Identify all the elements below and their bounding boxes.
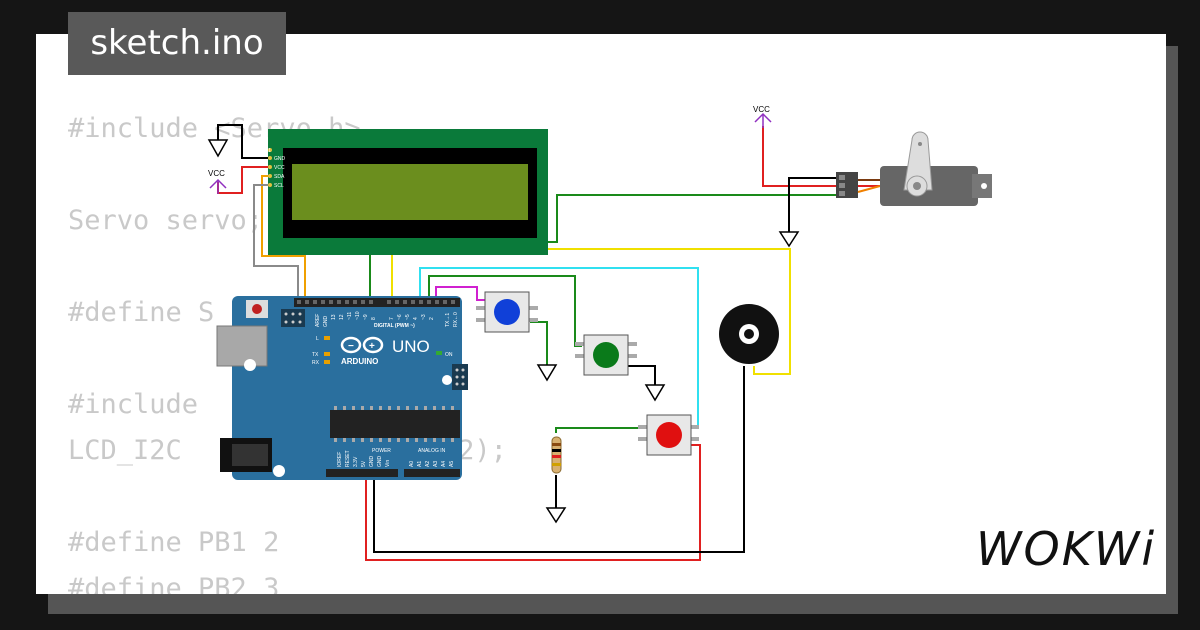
power-label: POWER bbox=[372, 448, 391, 454]
pushbutton-green[interactable] bbox=[575, 334, 637, 376]
svg-text:A4: A4 bbox=[441, 461, 447, 467]
ground-icon bbox=[778, 231, 800, 248]
svg-text:~9: ~9 bbox=[363, 314, 369, 320]
ground-symbols bbox=[207, 139, 800, 524]
code-line: Servo servo; bbox=[68, 205, 264, 236]
wire-buzzer-signal bbox=[391, 248, 791, 375]
wire-servo-signal bbox=[369, 194, 836, 303]
wire-resistor bbox=[555, 427, 640, 433]
analog-header bbox=[404, 469, 460, 477]
svg-text:GND: GND bbox=[274, 156, 286, 162]
svg-text:~10: ~10 bbox=[355, 311, 361, 320]
svg-text:RX←0: RX←0 bbox=[453, 312, 459, 327]
svg-text:A1: A1 bbox=[417, 461, 423, 467]
wire-lcd-sda bbox=[261, 175, 306, 303]
board-brand: ARDUINO bbox=[341, 357, 378, 366]
wire-blue-button bbox=[435, 286, 485, 303]
vcc-symbol-lcd: VCC bbox=[208, 169, 227, 194]
pushbutton-blue[interactable] bbox=[476, 291, 538, 333]
svg-text:12: 12 bbox=[339, 314, 345, 320]
svg-text:7: 7 bbox=[389, 317, 395, 320]
on-label: ON bbox=[445, 352, 453, 358]
svg-text:A2: A2 bbox=[425, 461, 431, 467]
svg-text:IOREF: IOREF bbox=[337, 452, 343, 467]
code-line: LCD_I2C 2); bbox=[68, 435, 507, 466]
gnd-label: GND bbox=[323, 316, 329, 328]
digital-label: DIGITAL (PWM ~) bbox=[374, 323, 415, 329]
power-header bbox=[326, 469, 398, 477]
svg-text:+: + bbox=[369, 341, 375, 352]
wires bbox=[217, 124, 836, 561]
svg-text:RESET: RESET bbox=[345, 450, 351, 467]
wire-servo-gnd bbox=[788, 177, 836, 232]
ground-icon bbox=[207, 139, 229, 158]
svg-text:A5: A5 bbox=[449, 461, 455, 467]
board-name: UNO bbox=[392, 337, 430, 356]
ground-icon bbox=[545, 507, 567, 524]
svg-text:GND: GND bbox=[377, 456, 383, 468]
led-rx-label: RX bbox=[312, 360, 320, 366]
code-line: #define S bbox=[68, 297, 215, 328]
svg-text:4: 4 bbox=[413, 317, 419, 320]
usb-port bbox=[216, 325, 268, 367]
svg-text:13: 13 bbox=[331, 314, 337, 320]
piezo-buzzer[interactable] bbox=[719, 304, 779, 364]
svg-text:VCC: VCC bbox=[274, 165, 285, 171]
lcd-pins: 1 GND VCC SDA SCL bbox=[268, 148, 286, 189]
wire-servo-vcc bbox=[762, 126, 836, 187]
analog-label: ANALOG IN bbox=[418, 448, 446, 454]
led-l-label: L bbox=[316, 336, 319, 342]
wokwi-logo: WOKWi bbox=[976, 522, 1157, 576]
svg-text:SCL: SCL bbox=[274, 183, 284, 189]
ground-icon bbox=[536, 364, 558, 382]
svg-text:~11: ~11 bbox=[347, 312, 353, 320]
svg-text:GND: GND bbox=[369, 456, 375, 468]
svg-text:SDA: SDA bbox=[274, 174, 285, 180]
code-line: #include bbox=[68, 389, 199, 420]
code-line: #define PB1 2 bbox=[68, 527, 280, 558]
microcontroller-chip bbox=[330, 410, 460, 438]
preview-card: #include <Servo.h> Servo servo; #define … bbox=[36, 34, 1166, 594]
resistor[interactable] bbox=[551, 436, 562, 474]
svg-text:TX→1: TX→1 bbox=[445, 313, 451, 327]
svg-text:1: 1 bbox=[268, 148, 271, 154]
wire-blue-gnd bbox=[530, 321, 548, 365]
arduino-logo bbox=[340, 336, 384, 354]
svg-text:~6: ~6 bbox=[397, 314, 403, 320]
digital-header bbox=[294, 298, 460, 307]
svg-text:5V: 5V bbox=[361, 460, 367, 467]
vcc-label: VCC bbox=[753, 105, 770, 114]
pushbutton-red[interactable] bbox=[638, 414, 699, 456]
ground-icon bbox=[644, 384, 666, 402]
vcc-symbol-servo: VCC bbox=[753, 105, 772, 128]
code-background: #include <Servo.h> Servo servo; #define … bbox=[68, 106, 507, 594]
wire-lcd-gnd bbox=[217, 124, 268, 159]
file-tab[interactable]: sketch.ino bbox=[68, 12, 286, 75]
svg-text:2: 2 bbox=[429, 317, 435, 320]
svg-text:~3: ~3 bbox=[421, 314, 427, 320]
svg-text:~5: ~5 bbox=[405, 314, 411, 320]
svg-text:Vin: Vin bbox=[385, 460, 391, 467]
lcd-display[interactable]: 1 GND VCC SDA SCL bbox=[268, 129, 548, 255]
arduino-uno-board[interactable]: AREF GND 13 12 ~11 ~10 ~9 8 7 ~6 ~5 4 ~3… bbox=[216, 296, 468, 480]
led-tx-label: TX bbox=[312, 352, 319, 358]
wire-5v bbox=[365, 444, 701, 561]
svg-text:A3: A3 bbox=[433, 461, 439, 467]
svg-text:A0: A0 bbox=[409, 461, 415, 467]
code-line: #define PB2 3 bbox=[68, 573, 280, 594]
svg-text:−: − bbox=[348, 341, 354, 352]
svg-text:3.3V: 3.3V bbox=[353, 456, 359, 467]
vcc-label: VCC bbox=[208, 169, 225, 178]
svg-text:8: 8 bbox=[371, 317, 377, 320]
wire-lcd-vcc bbox=[217, 166, 268, 194]
wire-buzzer-gnd bbox=[373, 366, 745, 553]
servo-motor[interactable] bbox=[836, 131, 992, 206]
aref-label: AREF bbox=[315, 314, 321, 327]
wire-green-gnd bbox=[628, 365, 656, 385]
wire-lcd-scl bbox=[253, 184, 299, 303]
